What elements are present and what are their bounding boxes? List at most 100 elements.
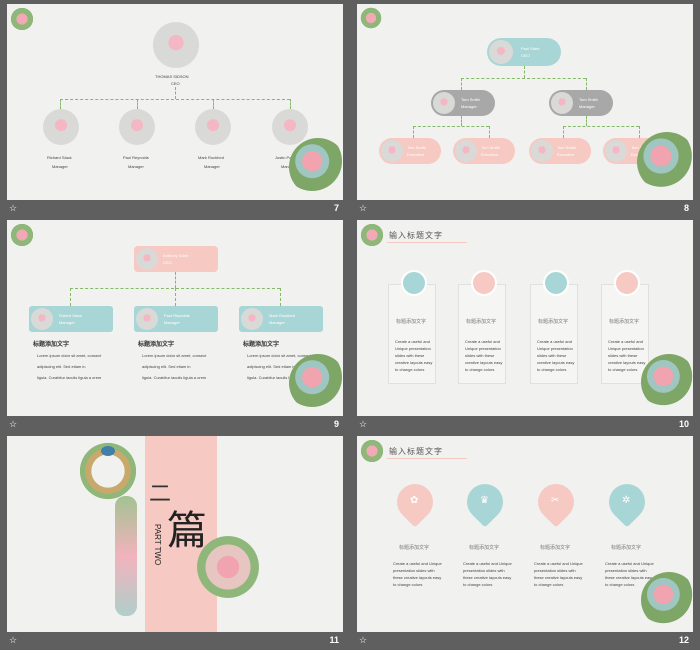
title-underline xyxy=(387,458,467,459)
org-connector xyxy=(586,116,587,126)
node-role: Manager xyxy=(269,320,285,325)
node-name: Tom Smith xyxy=(557,145,576,150)
card-icon xyxy=(543,270,569,296)
slide-8-thumbnail[interactable]: Paul Sdeb CEO Tom Smith Manager Tom Smit… xyxy=(357,4,693,200)
column-heading: 标题添加文字 xyxy=(138,342,175,348)
bullet-line: ligula. Curabitur iaculis ligula a orem xyxy=(142,375,207,380)
manager-photo xyxy=(241,308,263,330)
item-body: Create a useful and Unique presentation … xyxy=(393,561,442,587)
person-name: Justin Parker xyxy=(275,155,299,160)
org-connector xyxy=(280,288,281,306)
flower-decoration-icon xyxy=(359,438,385,464)
node-role: Manager xyxy=(164,320,180,325)
card-icon xyxy=(471,270,497,296)
slide-7-thumbnail[interactable]: THOMAS SIDSON CEO Richard Slack Manager … xyxy=(7,4,343,200)
org-connector xyxy=(586,78,587,90)
title-underline xyxy=(387,242,467,243)
card-body: Create a useful and Unique presentation … xyxy=(465,339,503,372)
org-connector xyxy=(213,99,214,109)
card-heading: 标题添加文字 xyxy=(396,319,427,325)
card-body: Create a useful and Unique presentation … xyxy=(608,339,646,372)
chapter-number: 二 xyxy=(149,481,172,506)
feature-card xyxy=(601,284,649,384)
slide-7-footer: ☆ 7 xyxy=(7,200,343,218)
node-name: Paul Sdeb xyxy=(521,46,540,51)
node-role: Manager xyxy=(59,320,75,325)
node-role: Executive xyxy=(407,152,425,157)
item-heading: 标题添加文字 xyxy=(611,545,642,551)
star-icon: ☆ xyxy=(359,635,368,645)
bullet-line: adipiscing elit. Sed etiam in xyxy=(37,364,86,369)
org-connector xyxy=(461,116,462,126)
slide-10-thumbnail[interactable]: 输入标题文字 标题添加文字 标题添加文字 标题添加文字 标题添加文字 Creat… xyxy=(357,220,693,416)
person-name: Richard Slack xyxy=(47,155,72,160)
flower-decoration-icon xyxy=(359,6,383,30)
node-role: Executive xyxy=(481,152,499,157)
slide-12-thumbnail[interactable]: 输入标题文字 ✿ ♛ ✂ ✲ 标题添加文字 标题添加文字 标题添加文字 标题添加… xyxy=(357,436,693,632)
flower-bouquet-icon xyxy=(637,132,693,192)
item-heading: 标题添加文字 xyxy=(469,545,500,551)
gear-icon: ✲ xyxy=(622,495,631,506)
card-icon xyxy=(401,270,427,296)
flower-bouquet-icon xyxy=(641,572,693,628)
node-role: Manager xyxy=(461,104,477,109)
part-label: PART TWO xyxy=(153,524,162,566)
person-name: Paul Reynolds xyxy=(123,155,149,160)
person-photo xyxy=(43,109,79,145)
card-heading: 标题添加文字 xyxy=(538,319,569,325)
star-icon: ☆ xyxy=(9,635,18,645)
trophy-icon: ♛ xyxy=(480,495,489,506)
feature-card xyxy=(458,284,506,384)
flower-bouquet-icon xyxy=(289,138,343,196)
bird-icon xyxy=(101,446,115,456)
org-connector xyxy=(461,78,462,90)
bullet-line: ligula. Curabitur iaculis ligula a orem xyxy=(247,375,312,380)
flower-bouquet-icon xyxy=(641,354,693,410)
star-icon: ☆ xyxy=(9,203,18,213)
person-role: Manager xyxy=(52,164,68,169)
ceo-photo xyxy=(489,40,513,64)
flower-decoration-icon xyxy=(9,222,35,248)
star-icon: ☆ xyxy=(359,419,368,429)
slide-11-thumbnail[interactable]: 二 篇 PART TWO xyxy=(7,436,343,632)
feature-card xyxy=(388,284,436,384)
org-connector xyxy=(175,272,176,288)
slide-number: 10 xyxy=(678,419,689,429)
person-role: Manager xyxy=(128,164,144,169)
org-connector xyxy=(175,288,176,306)
bullet-line: Lorem ipsum dolor sit amet, consect xyxy=(142,353,207,358)
card-body: Create a useful and Unique presentation … xyxy=(537,339,575,372)
executive-photo xyxy=(455,140,477,162)
slide-9-thumbnail[interactable]: Anthony Sdeb CEO Robert Slack Manager Pa… xyxy=(7,220,343,416)
flower-vine-icon xyxy=(115,496,137,616)
manager-photo xyxy=(551,92,573,114)
slide-10-footer: ☆ 10 xyxy=(357,416,693,434)
ceo-photo xyxy=(153,22,199,68)
person-role: Manager xyxy=(204,164,220,169)
org-connector xyxy=(489,126,490,138)
org-connector xyxy=(461,78,586,79)
org-connector xyxy=(524,66,525,78)
node-name: Tom Smith xyxy=(579,97,598,102)
bullet-line: adipiscing elit. Sed etiam in xyxy=(247,364,296,369)
node-role: CEO xyxy=(163,260,172,265)
bullet-line: Lorem ipsum dolor sit amet, consect xyxy=(37,353,102,358)
ceo-photo xyxy=(136,248,158,270)
org-connector xyxy=(563,126,564,138)
org-connector xyxy=(60,99,290,100)
flower-decoration-icon xyxy=(9,6,35,32)
star-icon: ☆ xyxy=(9,419,18,429)
tools-icon: ✂ xyxy=(551,495,560,506)
org-connector xyxy=(70,288,71,306)
flower-bouquet-icon xyxy=(289,354,343,412)
executive-photo xyxy=(381,140,403,162)
slide-number: 11 xyxy=(329,635,339,645)
slide-title: 输入标题文字 xyxy=(389,231,443,240)
node-name: Robert Slack xyxy=(59,313,82,318)
bullet-line: ligula. Curabitur iaculis ligula a orem xyxy=(37,375,102,380)
org-connector xyxy=(290,99,291,109)
column-heading: 标题添加文字 xyxy=(243,342,280,348)
card-heading: 标题添加文字 xyxy=(609,319,640,325)
pink-band xyxy=(145,436,217,632)
manager-photo xyxy=(136,308,158,330)
